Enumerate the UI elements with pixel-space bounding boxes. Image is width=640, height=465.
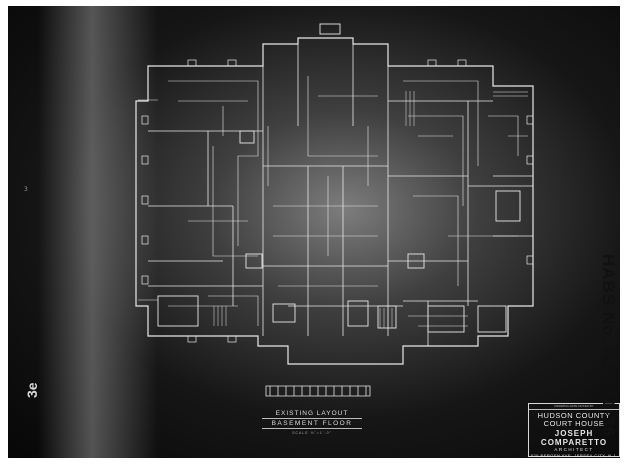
photo-glare xyxy=(38,6,158,458)
habs-number: HABS No. NJ-841-36 xyxy=(599,254,618,438)
edge-mark: 3 xyxy=(24,186,28,193)
architect-address: 520 BERGEN AVE. JERSEY CITY, N.J. xyxy=(530,453,618,458)
piping-runs xyxy=(168,76,519,327)
elevation-strip xyxy=(265,385,371,397)
architect-name: JOSEPH COMPARETTO xyxy=(540,429,608,447)
architect-role: ARCHITECT xyxy=(554,447,594,452)
interior-walls xyxy=(148,44,533,346)
title-building: COURT HOUSE xyxy=(543,419,605,428)
caption-title: EXISTING LAYOUT xyxy=(262,410,362,419)
wall-piers xyxy=(141,59,534,343)
basement-floor-plan xyxy=(135,23,534,397)
caption-scale: SCALE ⅛"=1'-0" xyxy=(292,431,332,435)
sheet-number: 3e xyxy=(24,382,40,398)
title-block-header: DRAWING DATE NOTED BY xyxy=(529,404,619,410)
drawing-caption: EXISTING LAYOUT BASEMENT FLOOR SCALE ⅛"=… xyxy=(262,410,362,435)
equipment-boxes xyxy=(157,23,521,333)
title-block: DRAWING DATE NOTED BY HUDSON COUNTY COUR… xyxy=(528,403,620,458)
caption-subtitle: BASEMENT FLOOR xyxy=(262,420,362,429)
dimension-lines xyxy=(138,91,528,301)
title-county: HUDSON COUNTY xyxy=(537,411,611,420)
blueprint-sheet: EXISTING LAYOUT BASEMENT FLOOR SCALE ⅛"=… xyxy=(8,6,620,458)
stair-hatching xyxy=(213,91,415,328)
building-outline xyxy=(135,37,534,365)
